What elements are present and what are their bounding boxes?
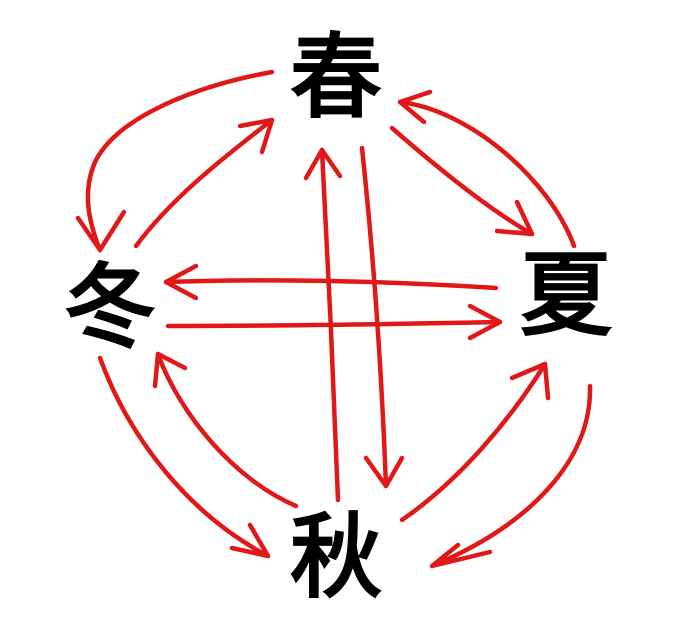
- arrow-spring-to-winter: [75, 69, 275, 253]
- arrow-summer-to-spring: [397, 89, 577, 249]
- arrow-summer-to-winter: [163, 263, 499, 301]
- arrow-autumn-to-winter: [152, 351, 299, 509]
- season-winter: 冬: [64, 254, 157, 361]
- arrow-autumn-to-summer: [399, 361, 551, 523]
- arrow-summer-to-autumn: [429, 383, 593, 569]
- arrow-spring-to-autumn: [359, 145, 405, 489]
- season-autumn: 秋: [290, 504, 383, 611]
- arrow-winter-to-summer: [165, 303, 503, 341]
- arrow-winter-to-autumn: [97, 355, 271, 559]
- season-spring: 春: [290, 24, 383, 131]
- arrow-winter-to-spring: [133, 117, 275, 249]
- arrow-spring-to-summer: [389, 125, 535, 237]
- season-summer: 夏: [520, 242, 613, 349]
